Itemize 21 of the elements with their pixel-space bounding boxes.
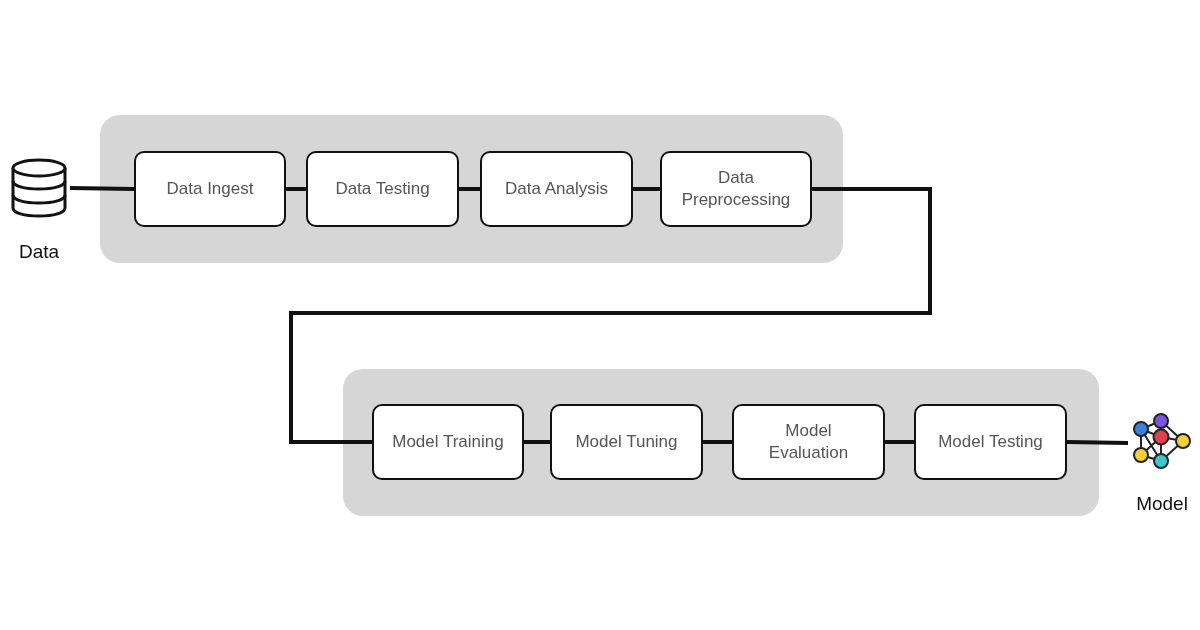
process-box: Data Analysis <box>480 151 633 227</box>
connector-line <box>1066 440 1129 445</box>
process-box: Model Testing <box>914 404 1067 480</box>
connector-line <box>459 187 480 191</box>
connector-line <box>703 440 732 444</box>
connector-line <box>885 440 914 444</box>
connector-line <box>633 187 660 191</box>
connector-line <box>289 187 932 444</box>
connector-line <box>286 187 306 191</box>
process-box: Data Testing <box>306 151 459 227</box>
connector-line <box>69 186 135 191</box>
process-box: Model Tuning <box>550 404 703 480</box>
process-box: Model Training <box>372 404 524 480</box>
process-box: Data Ingest <box>134 151 286 227</box>
node-label: Model <box>1136 493 1188 515</box>
stage-panel <box>100 115 843 263</box>
process-box: Data Preprocessing <box>660 151 812 227</box>
connector-line <box>524 440 550 444</box>
process-box: Model Evaluation <box>732 404 885 480</box>
stage-panel <box>343 369 1099 516</box>
node-label: Data <box>18 241 60 263</box>
